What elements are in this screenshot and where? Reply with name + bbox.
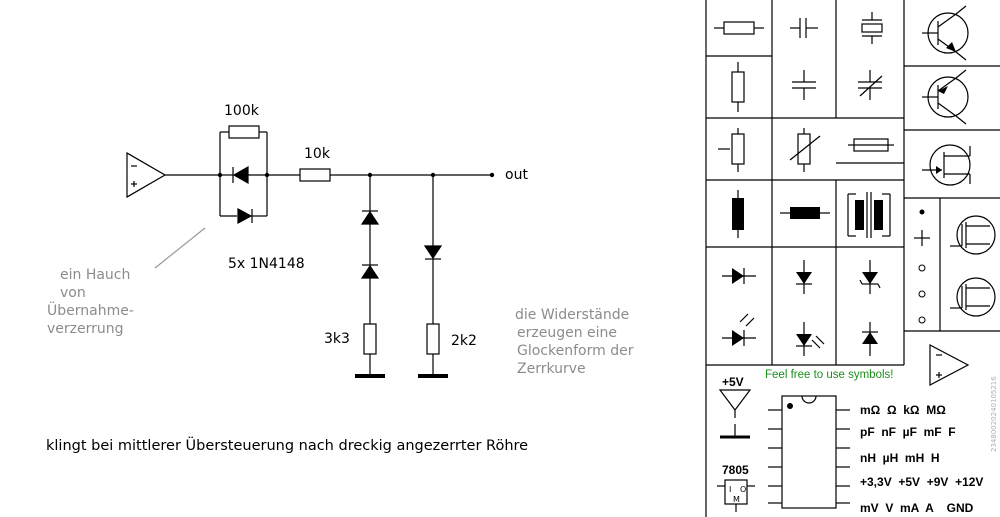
label-100k: 100k (224, 103, 260, 119)
note-right-4: Zerrkurve (517, 361, 586, 377)
units-inductance: nH µH mH H (860, 451, 940, 465)
palette-symbols (714, 5, 996, 512)
palette-7805: 7805 (722, 463, 749, 477)
caption: klingt bei mittlerer Übersteuerung nach … (46, 436, 528, 454)
shunt-branch-3k3 (360, 175, 380, 375)
reg-pin-i: I (729, 485, 731, 494)
label-2k2: 2k2 (451, 333, 477, 349)
palette-free-text: Feel free to use symbols! (765, 369, 893, 381)
ic-pins (768, 354, 942, 504)
symbol-palette-grid (705, 0, 1000, 517)
palette-plus5v: +5V (722, 375, 744, 389)
palette-open-junctions (918, 264, 926, 324)
diode-feedback-network (219, 125, 268, 225)
signal-path (267, 168, 492, 182)
note-left-4: verzerrung (47, 321, 124, 337)
junctions (217, 172, 495, 378)
opamp-symbol (126, 151, 220, 199)
note-right-1: die Widerstände (515, 307, 629, 323)
note-left-1: ein Hauch (60, 267, 130, 283)
label-10k: 10k (304, 146, 331, 162)
units-capacitance: pF nF µF mF F (860, 425, 956, 439)
units-misc: mV V mA A GND (860, 501, 974, 515)
units-resistance: mΩ Ω kΩ MΩ (860, 403, 946, 417)
units-voltages: +3,3V +5V +9V +12V (860, 475, 983, 489)
shunt-branch-2k2 (423, 175, 443, 375)
note-left-3: Übernahme- (47, 301, 134, 319)
label-3k3: 3k3 (324, 331, 350, 347)
watermark: 23480020240105216 (990, 376, 998, 452)
reg-pin-o: O (740, 485, 746, 494)
label-diodes: 5x 1N4148 (228, 256, 305, 272)
note-right-2: erzeugen eine (517, 325, 617, 341)
palette-fills (732, 42, 956, 409)
reg-pin-m: M (733, 495, 740, 504)
note-left-2: von (60, 285, 86, 301)
label-out: out (505, 167, 528, 183)
note-right-3: Glockenform der (517, 343, 634, 359)
note-pointer (154, 227, 206, 269)
